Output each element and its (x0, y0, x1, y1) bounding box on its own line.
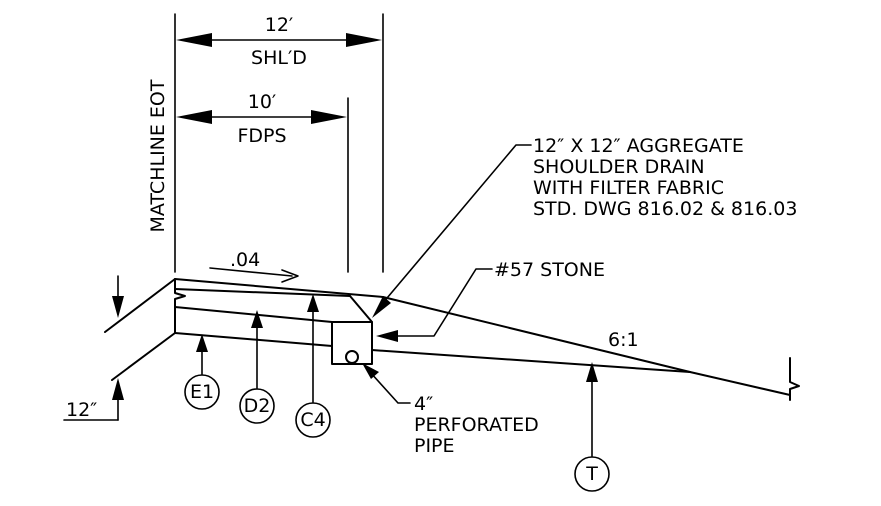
d2-leader-arrow (251, 310, 263, 328)
c4-bubble (295, 402, 331, 438)
shoulder-label-text: SHL′D (251, 47, 307, 69)
drain-callout-arrow (372, 296, 391, 318)
depth-arrow-top-head (112, 296, 124, 318)
drain-wedge (349, 295, 373, 323)
matchline-label: MATCHLINE EOT (147, 79, 169, 232)
drain-callout-leader (381, 144, 532, 305)
section-right-break (789, 357, 800, 401)
subgrade-line (371, 349, 691, 373)
drain-callout-line4: STD. DWG 816.02 & 816.03 (533, 198, 797, 220)
stone-callout-arrow (376, 330, 398, 342)
slope-label: .04 (230, 249, 260, 271)
depth-arrow-bottom-head (112, 378, 124, 400)
shoulder-width-text: 12′ (265, 14, 294, 36)
pavement-top-surface (174, 278, 384, 298)
perforated-pipe-circle (345, 350, 359, 364)
e1-leader-arrow (196, 334, 208, 352)
shoulder-drain-box (331, 321, 373, 365)
pipe-callout-arrow (362, 363, 379, 379)
c4-leader-arrow (307, 294, 319, 312)
e1-bubble (184, 374, 220, 410)
e1-bubble-text: E1 (190, 381, 214, 403)
pavement-layer-line (174, 288, 351, 297)
fdps-width-text: 10′ (248, 91, 277, 113)
drain-callout-line1: 12″ X 12″ AGGREGATE (533, 135, 744, 157)
base-layer-bottom (174, 332, 333, 347)
fdps-dimension-arrow-right (311, 110, 347, 124)
base-layer-top (174, 306, 333, 323)
stone-callout-text: #57 STONE (494, 259, 605, 281)
slope-arrow-line (209, 267, 293, 277)
fdps-dimension-arrow-left (176, 110, 212, 124)
t-leader-arrow (586, 362, 598, 382)
shoulder-dimension-arrow-left (176, 33, 212, 47)
c4-bubble-text: C4 (300, 409, 325, 431)
side-slope-label: 6:1 (608, 329, 639, 351)
depth-projection-top (104, 278, 176, 333)
pipe-callout-leader (369, 371, 411, 404)
depth-projection-bottom (111, 332, 176, 381)
drain-callout-line3: WITH FILTER FABRIC (533, 177, 724, 199)
depth-text: 12″ (66, 399, 97, 421)
t-bubble-text: T (585, 463, 598, 485)
section-left-break (174, 278, 186, 334)
pipe-callout-line2: PERFORATED (414, 414, 539, 436)
fdps-label-text: FDPS (237, 125, 286, 147)
t-bubble (574, 456, 610, 492)
side-slope-surface (382, 296, 691, 373)
stone-callout-leader (393, 268, 493, 337)
drain-callout-line2: SHOULDER DRAIN (533, 156, 705, 178)
slope-arrow-head (281, 269, 299, 283)
pipe-callout-line3: PIPE (414, 435, 455, 457)
d2-bubble-text: D2 (244, 395, 271, 417)
pipe-callout-line1: 4″ (414, 393, 433, 415)
side-slope-surface-ext (689, 371, 791, 396)
shoulder-dimension-arrow-right (346, 33, 382, 47)
d2-bubble (239, 388, 275, 424)
